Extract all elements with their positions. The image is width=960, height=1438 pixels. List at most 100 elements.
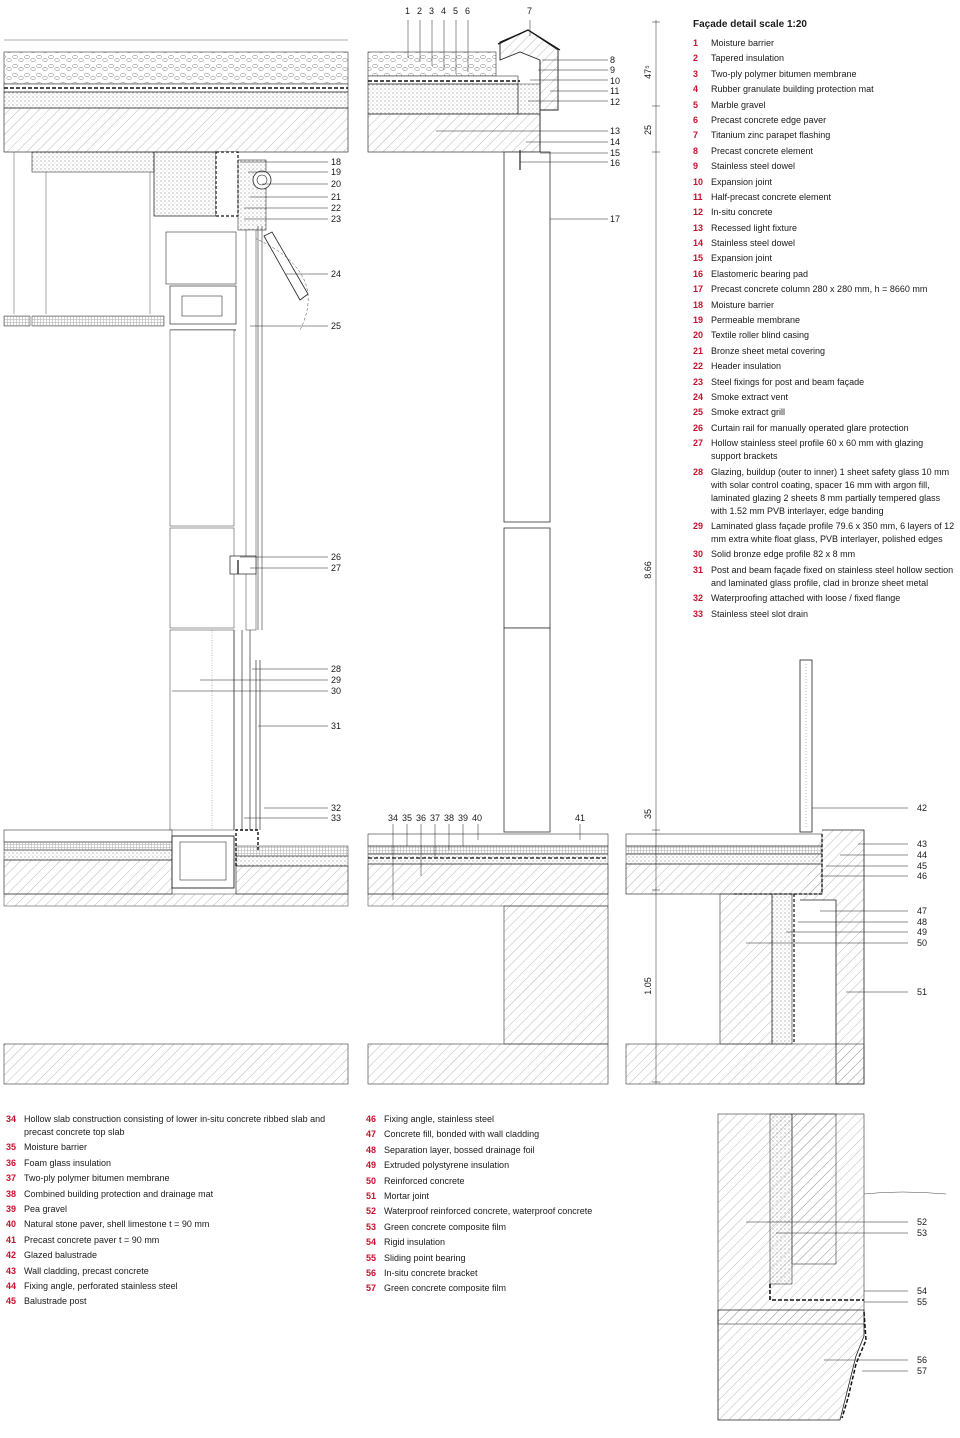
legend-item-text: Header insulation — [711, 361, 782, 372]
callout-27: 27 — [331, 563, 341, 573]
legend-item-number: 47 — [366, 1129, 377, 1140]
legend-title: Façade detail scale 1:20 — [693, 19, 807, 30]
legend-item-number: 44 — [6, 1280, 17, 1291]
floor-section-center — [367, 833, 609, 1085]
legend-item-number: 34 — [6, 1114, 17, 1124]
legend-item-number: 51 — [366, 1190, 377, 1201]
legend-item-text: Pea gravel — [24, 1203, 68, 1214]
legend-item-text: Half-precast concrete element — [711, 191, 832, 202]
legend-item-text: Steel fixings for post and beam façade — [711, 376, 865, 387]
legend-item-text: Precast concrete paver t = 90 mm — [24, 1234, 160, 1245]
legend-item-number: 8 — [693, 145, 699, 156]
legend-item-number: 20 — [693, 330, 704, 341]
legend-item-number: 7 — [693, 130, 699, 141]
legend-item-number: 32 — [693, 593, 704, 604]
legend-item-text: Separation layer, bossed drainage foil — [384, 1144, 535, 1155]
callout-16: 16 — [610, 158, 620, 168]
legend-item-text: Moisture barrier — [24, 1142, 88, 1153]
callout-20: 20 — [331, 179, 341, 189]
callout-36: 36 — [416, 813, 426, 823]
callout-19: 19 — [331, 167, 341, 177]
legend-item-number: 22 — [693, 361, 704, 372]
legend-item-number: 39 — [6, 1203, 17, 1214]
legend-item-number: 13 — [693, 222, 704, 233]
legend-item-text: Extruded polystyrene insulation — [384, 1160, 510, 1171]
legend-item: 25 Smoke extract grill — [693, 406, 955, 419]
legend-item-text: Rigid insulation — [384, 1237, 446, 1248]
legend-item-number: 25 — [693, 407, 704, 418]
legend-item-number: 35 — [6, 1142, 17, 1153]
legend-item-number: 11 — [693, 191, 703, 202]
legend-item-number: 57 — [366, 1283, 377, 1294]
parapet-section — [367, 29, 561, 833]
legend-item-number: 5 — [693, 99, 699, 110]
legend-item-text: Glazed balustrade — [24, 1250, 98, 1261]
callout-55: 55 — [917, 1297, 927, 1307]
legend-item: 23 Steel fixings for post and beam façade — [693, 376, 955, 389]
legend-item-text: In-situ concrete bracket — [384, 1267, 478, 1278]
callout-54: 54 — [917, 1286, 927, 1296]
legend-item-number: 21 — [693, 345, 704, 356]
dim-866: 8.66 — [643, 561, 653, 579]
legend-item: 39 Pea gravel — [6, 1203, 346, 1216]
callout-52: 52 — [917, 1217, 927, 1227]
callout-1: 1 — [405, 6, 410, 16]
legend-item-number: 10 — [693, 176, 704, 187]
legend-item-number: 19 — [693, 315, 704, 326]
legend-item-text: Curtain rail for manually operated glare… — [711, 422, 909, 433]
legend-item-number: 2 — [693, 53, 699, 64]
callout-3: 3 — [429, 6, 434, 16]
legend-item-number: 23 — [693, 376, 704, 387]
legend-item-text: Mortar joint — [384, 1190, 430, 1201]
legend-item-number: 40 — [6, 1219, 17, 1230]
callout-49: 49 — [917, 927, 927, 937]
legend-item-number: 48 — [366, 1144, 377, 1155]
callout-47: 47 — [917, 906, 927, 916]
callout-labels: 1 2 3 4 5 6 7 8 9 10 11 12 13 14 15 16 1… — [331, 6, 927, 1376]
callout-21: 21 — [331, 192, 341, 202]
legend-item-text: Moisture barrier — [711, 299, 775, 310]
callout-33: 33 — [331, 813, 341, 823]
callout-2: 2 — [417, 6, 422, 16]
roof-section-left — [3, 39, 349, 631]
callout-12: 12 — [610, 97, 620, 107]
legend-item: 57 Green concrete composite film — [366, 1282, 616, 1295]
callout-43: 43 — [917, 839, 927, 849]
legend-item-text: Smoke extract grill — [711, 407, 786, 418]
legend-item-text: Combined building protection and drainag… — [24, 1188, 214, 1199]
legend-item-number: 55 — [366, 1252, 377, 1263]
callout-42: 42 — [917, 803, 927, 813]
callout-32: 32 — [331, 803, 341, 813]
legend-item-text: Stainless steel slot drain — [711, 608, 809, 619]
legend-item: 56 In-situ concrete bracket — [366, 1267, 616, 1280]
legend-item-number: 31 — [693, 564, 704, 575]
legend-item-text: Moisture barrier — [711, 38, 775, 48]
legend-item-text: Titanium zinc parapet flashing — [711, 130, 831, 141]
legend-item-number: 56 — [366, 1267, 377, 1278]
callout-35: 35 — [402, 813, 412, 823]
legend-item-text: Green concrete composite film — [384, 1283, 507, 1294]
callout-25: 25 — [331, 321, 341, 331]
callout-7: 7 — [527, 6, 532, 16]
